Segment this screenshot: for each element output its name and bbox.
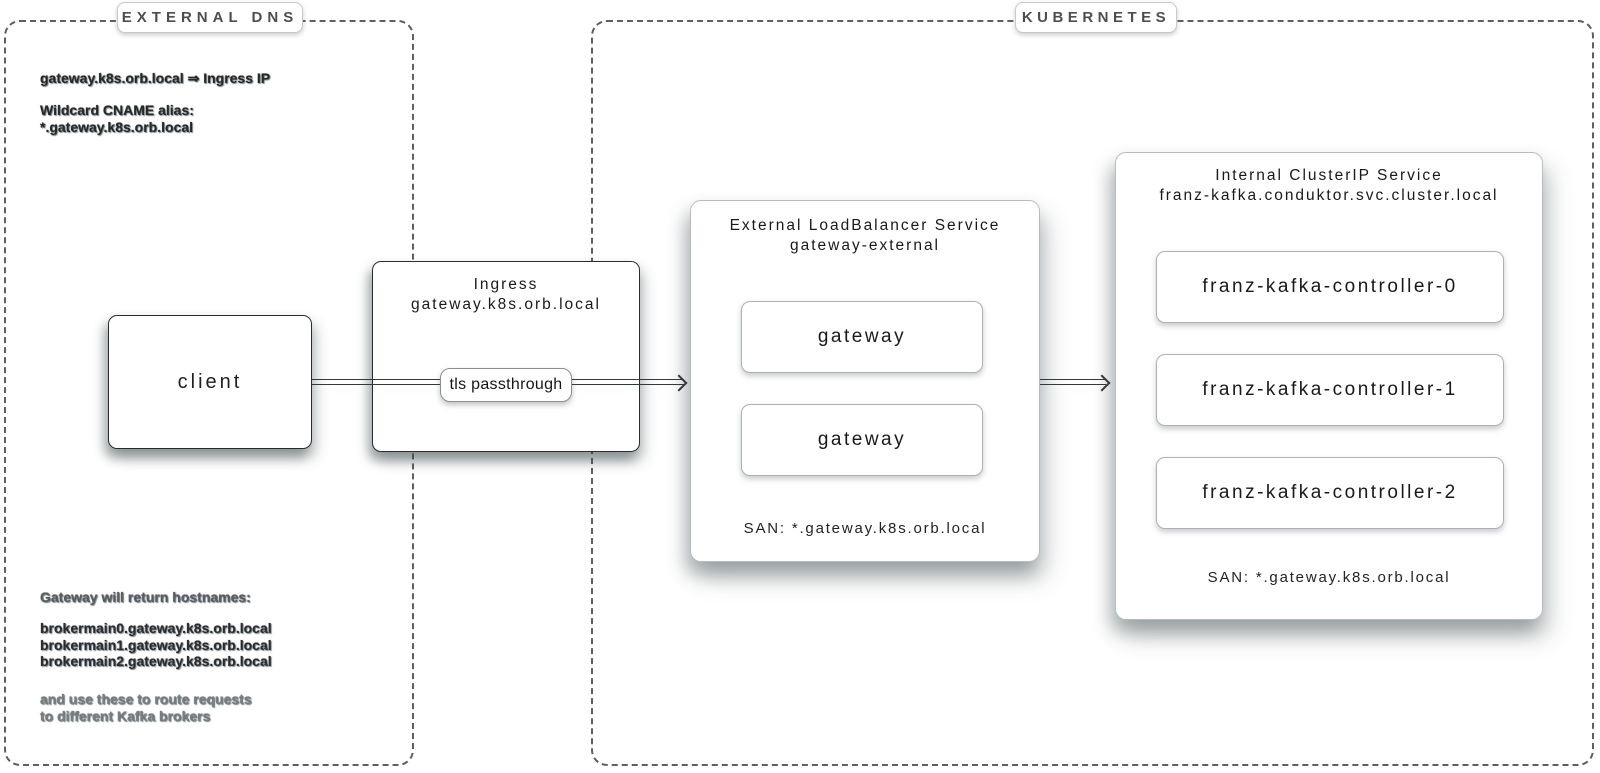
gateway-pod-0: gateway (741, 301, 983, 373)
loadbalancer-panel: External LoadBalancer Service gateway-ex… (690, 200, 1040, 562)
gateway-pod-1: gateway (741, 404, 983, 476)
kubernetes-region-label: KUBERNETES (1015, 2, 1177, 33)
tls-passthrough-badge: tls passthrough (440, 368, 572, 402)
loadbalancer-title-text: External LoadBalancer Service (729, 217, 1001, 234)
gateway-hostname-0: brokermain0.gateway.k8s.orb.local (40, 620, 272, 636)
loadbalancer-to-clusterip-connector (1040, 379, 1106, 385)
gateway-hostnames-list: brokermain0.gateway.k8s.orb.local broker… (40, 620, 272, 670)
gateway-routing-note-line2: to different Kafka brokers (40, 707, 211, 724)
gateway-hostnames-intro: Gateway will return hostnames: (40, 589, 251, 605)
client-node-label: client (177, 370, 243, 393)
external-dns-region-label-text: EXTERNAL DNS (121, 9, 299, 26)
clusterip-panel-title: Internal ClusterIP Service franz-kafka.c… (1116, 153, 1542, 206)
kubernetes-region-label-text: KUBERNETES (1021, 9, 1171, 26)
external-dns-region-label: EXTERNAL DNS (117, 2, 303, 33)
clusterip-title-text: Internal ClusterIP Service (1215, 167, 1443, 184)
ingress-node-title: Ingress gateway.k8s.orb.local (373, 262, 639, 315)
wildcard-cname-title: Wildcard CNAME alias: (40, 102, 194, 118)
loadbalancer-san-text: SAN: *.gateway.k8s.orb.local (743, 520, 987, 537)
clusterip-subtitle-text: franz-kafka.conduktor.svc.cluster.local (1159, 187, 1499, 204)
clusterip-panel: Internal ClusterIP Service franz-kafka.c… (1115, 152, 1543, 620)
wildcard-cname-note: Wildcard CNAME alias: *.gateway.k8s.orb.… (40, 102, 194, 135)
clusterip-san-text: SAN: *.gateway.k8s.orb.local (1207, 569, 1451, 586)
client-node: client (108, 315, 312, 449)
gateway-routing-note: and use these to route requests to diffe… (40, 691, 252, 724)
kafka-controller-pod-0: franz-kafka-controller-0 (1156, 251, 1504, 323)
kafka-controller-pod-1: franz-kafka-controller-1 (1156, 354, 1504, 426)
loadbalancer-subtitle-text: gateway-external (789, 237, 941, 254)
gateway-hostname-2: brokermain2.gateway.k8s.orb.local (40, 653, 272, 669)
wildcard-cname-value: *.gateway.k8s.orb.local (40, 118, 194, 135)
gateway-routing-note-line1: and use these to route requests (40, 691, 252, 707)
loadbalancer-panel-title: External LoadBalancer Service gateway-ex… (691, 201, 1039, 256)
ingress-subtitle-text: gateway.k8s.orb.local (411, 296, 601, 313)
dns-record-note: gateway.k8s.orb.local ⇒ Ingress IP (40, 70, 271, 86)
gateway-hostname-1: brokermain1.gateway.k8s.orb.local (40, 636, 272, 653)
kafka-controller-pod-2: franz-kafka-controller-2 (1156, 457, 1504, 529)
ingress-title-text: Ingress (473, 276, 539, 293)
ingress-node: Ingress gateway.k8s.orb.local (372, 261, 640, 452)
